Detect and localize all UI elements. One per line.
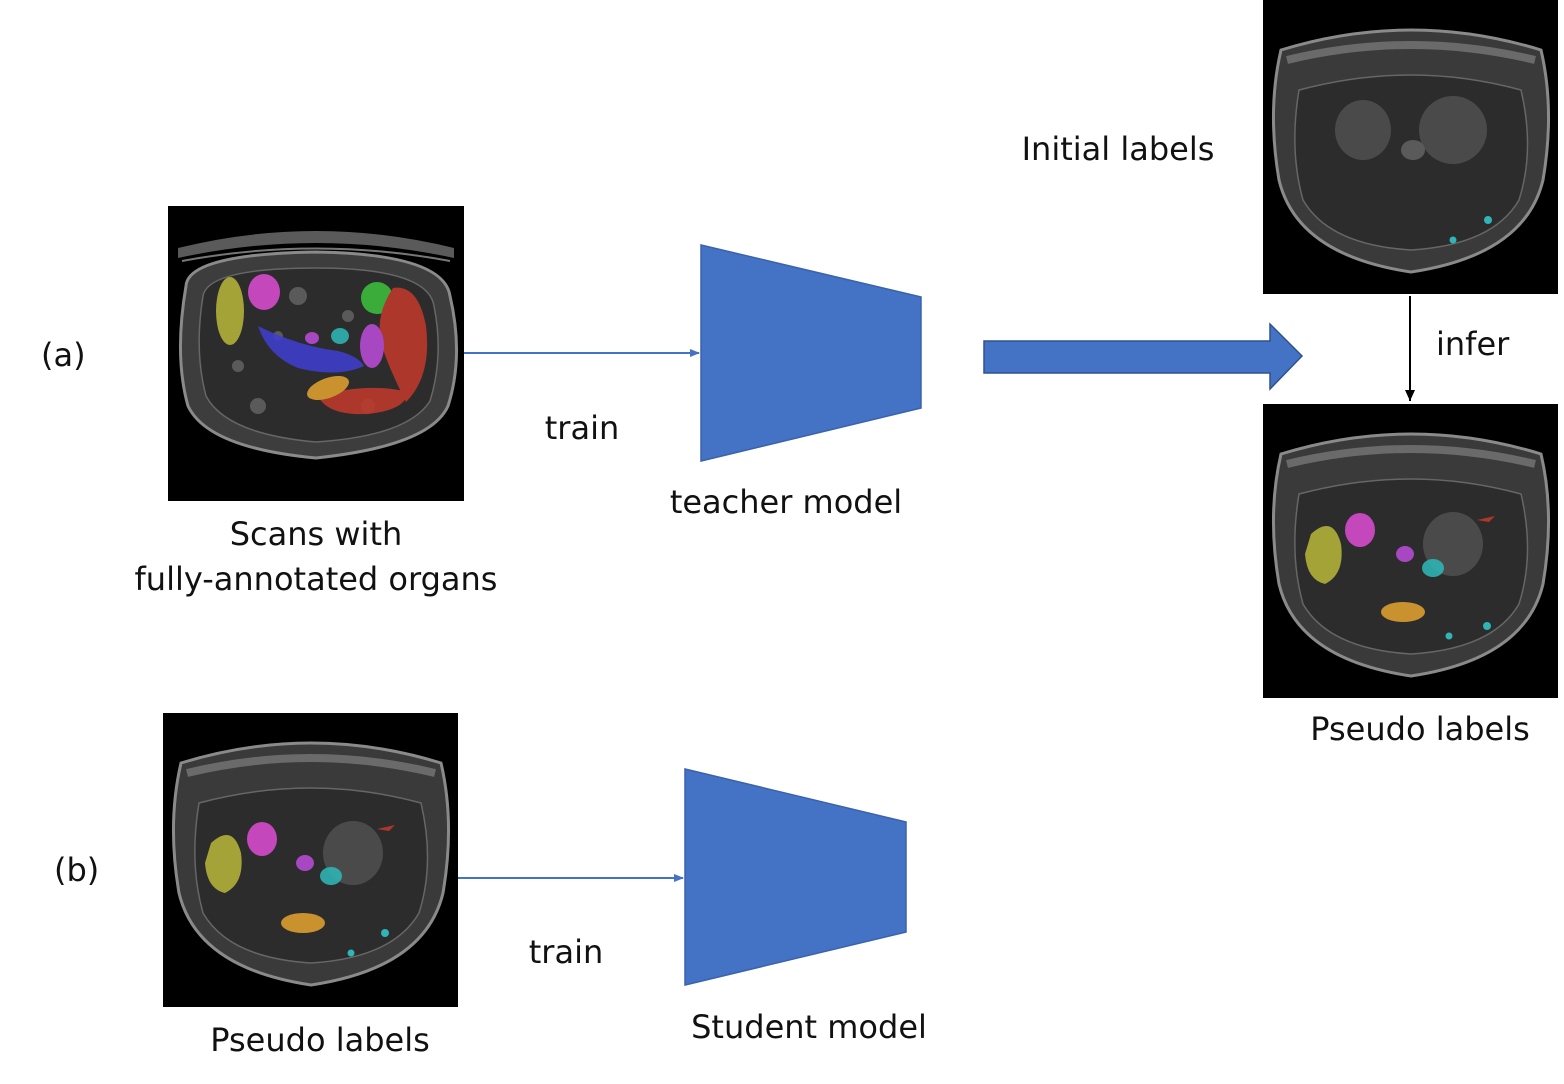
liver-mask xyxy=(216,277,244,345)
pseudo-labels-label-b: Pseudo labels xyxy=(210,1021,430,1059)
infer-label: infer xyxy=(1436,325,1510,363)
student-model-shape xyxy=(684,768,907,986)
panel-b-tag: (b) xyxy=(54,851,100,889)
ct-scan-fully-annotated xyxy=(168,206,464,501)
block-arrow xyxy=(983,322,1304,391)
train-label-b: train xyxy=(528,933,604,971)
pseudo-labels-label-a: Pseudo labels xyxy=(1310,710,1530,748)
ct-scan-initial-labels xyxy=(1263,0,1558,294)
panel-a-tag: (a) xyxy=(41,336,86,374)
input-caption-line1: Scans with xyxy=(229,515,403,553)
teacher-model-label: teacher model xyxy=(669,483,903,521)
kidney-mask xyxy=(248,274,280,310)
ct-scan-pseudo-labels-a xyxy=(1263,404,1558,698)
train-label-a: train xyxy=(544,409,620,447)
ct-scan-pseudo-labels-b xyxy=(163,713,458,1007)
teacher-model-shape xyxy=(700,244,922,462)
student-model-label: Student model xyxy=(691,1008,927,1046)
initial-labels-label: Initial labels xyxy=(1021,130,1215,168)
input-caption-line2: fully-annotated organs xyxy=(134,560,498,598)
